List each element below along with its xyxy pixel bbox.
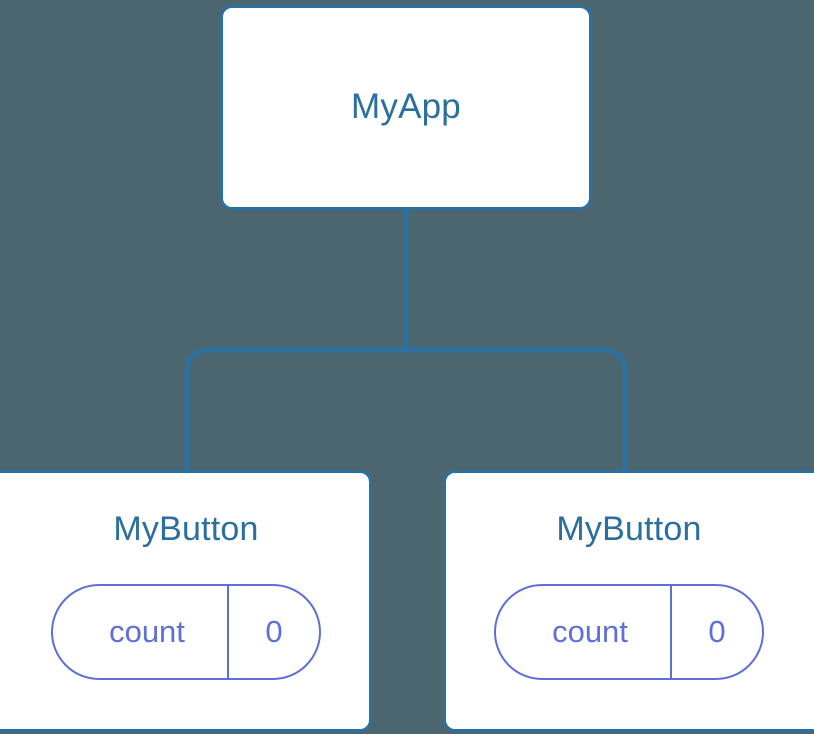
component-node-mybutton-1[interactable]: MyButton count 0 — [0, 470, 372, 732]
state-value[interactable]: 0 — [670, 586, 762, 679]
component-node-title: MyApp — [351, 87, 461, 127]
state-key: count — [552, 614, 628, 650]
edge-to-child-2 — [406, 347, 628, 471]
state-pill[interactable]: count 0 — [51, 584, 321, 681]
state-key: count — [109, 614, 185, 650]
component-node-mybutton-2[interactable]: MyButton count 0 — [443, 470, 814, 732]
state-pill[interactable]: count 0 — [494, 584, 764, 681]
node-content: MyButton count 0 — [494, 510, 764, 681]
node-content: MyButton count 0 — [51, 510, 321, 681]
component-node-title: MyButton — [113, 510, 259, 548]
component-node-title: MyButton — [556, 510, 702, 548]
component-node-myapp[interactable]: MyApp — [220, 5, 592, 210]
state-value[interactable]: 0 — [227, 586, 319, 679]
node-content: MyApp — [351, 88, 461, 127]
edge-to-child-1 — [184, 347, 406, 471]
